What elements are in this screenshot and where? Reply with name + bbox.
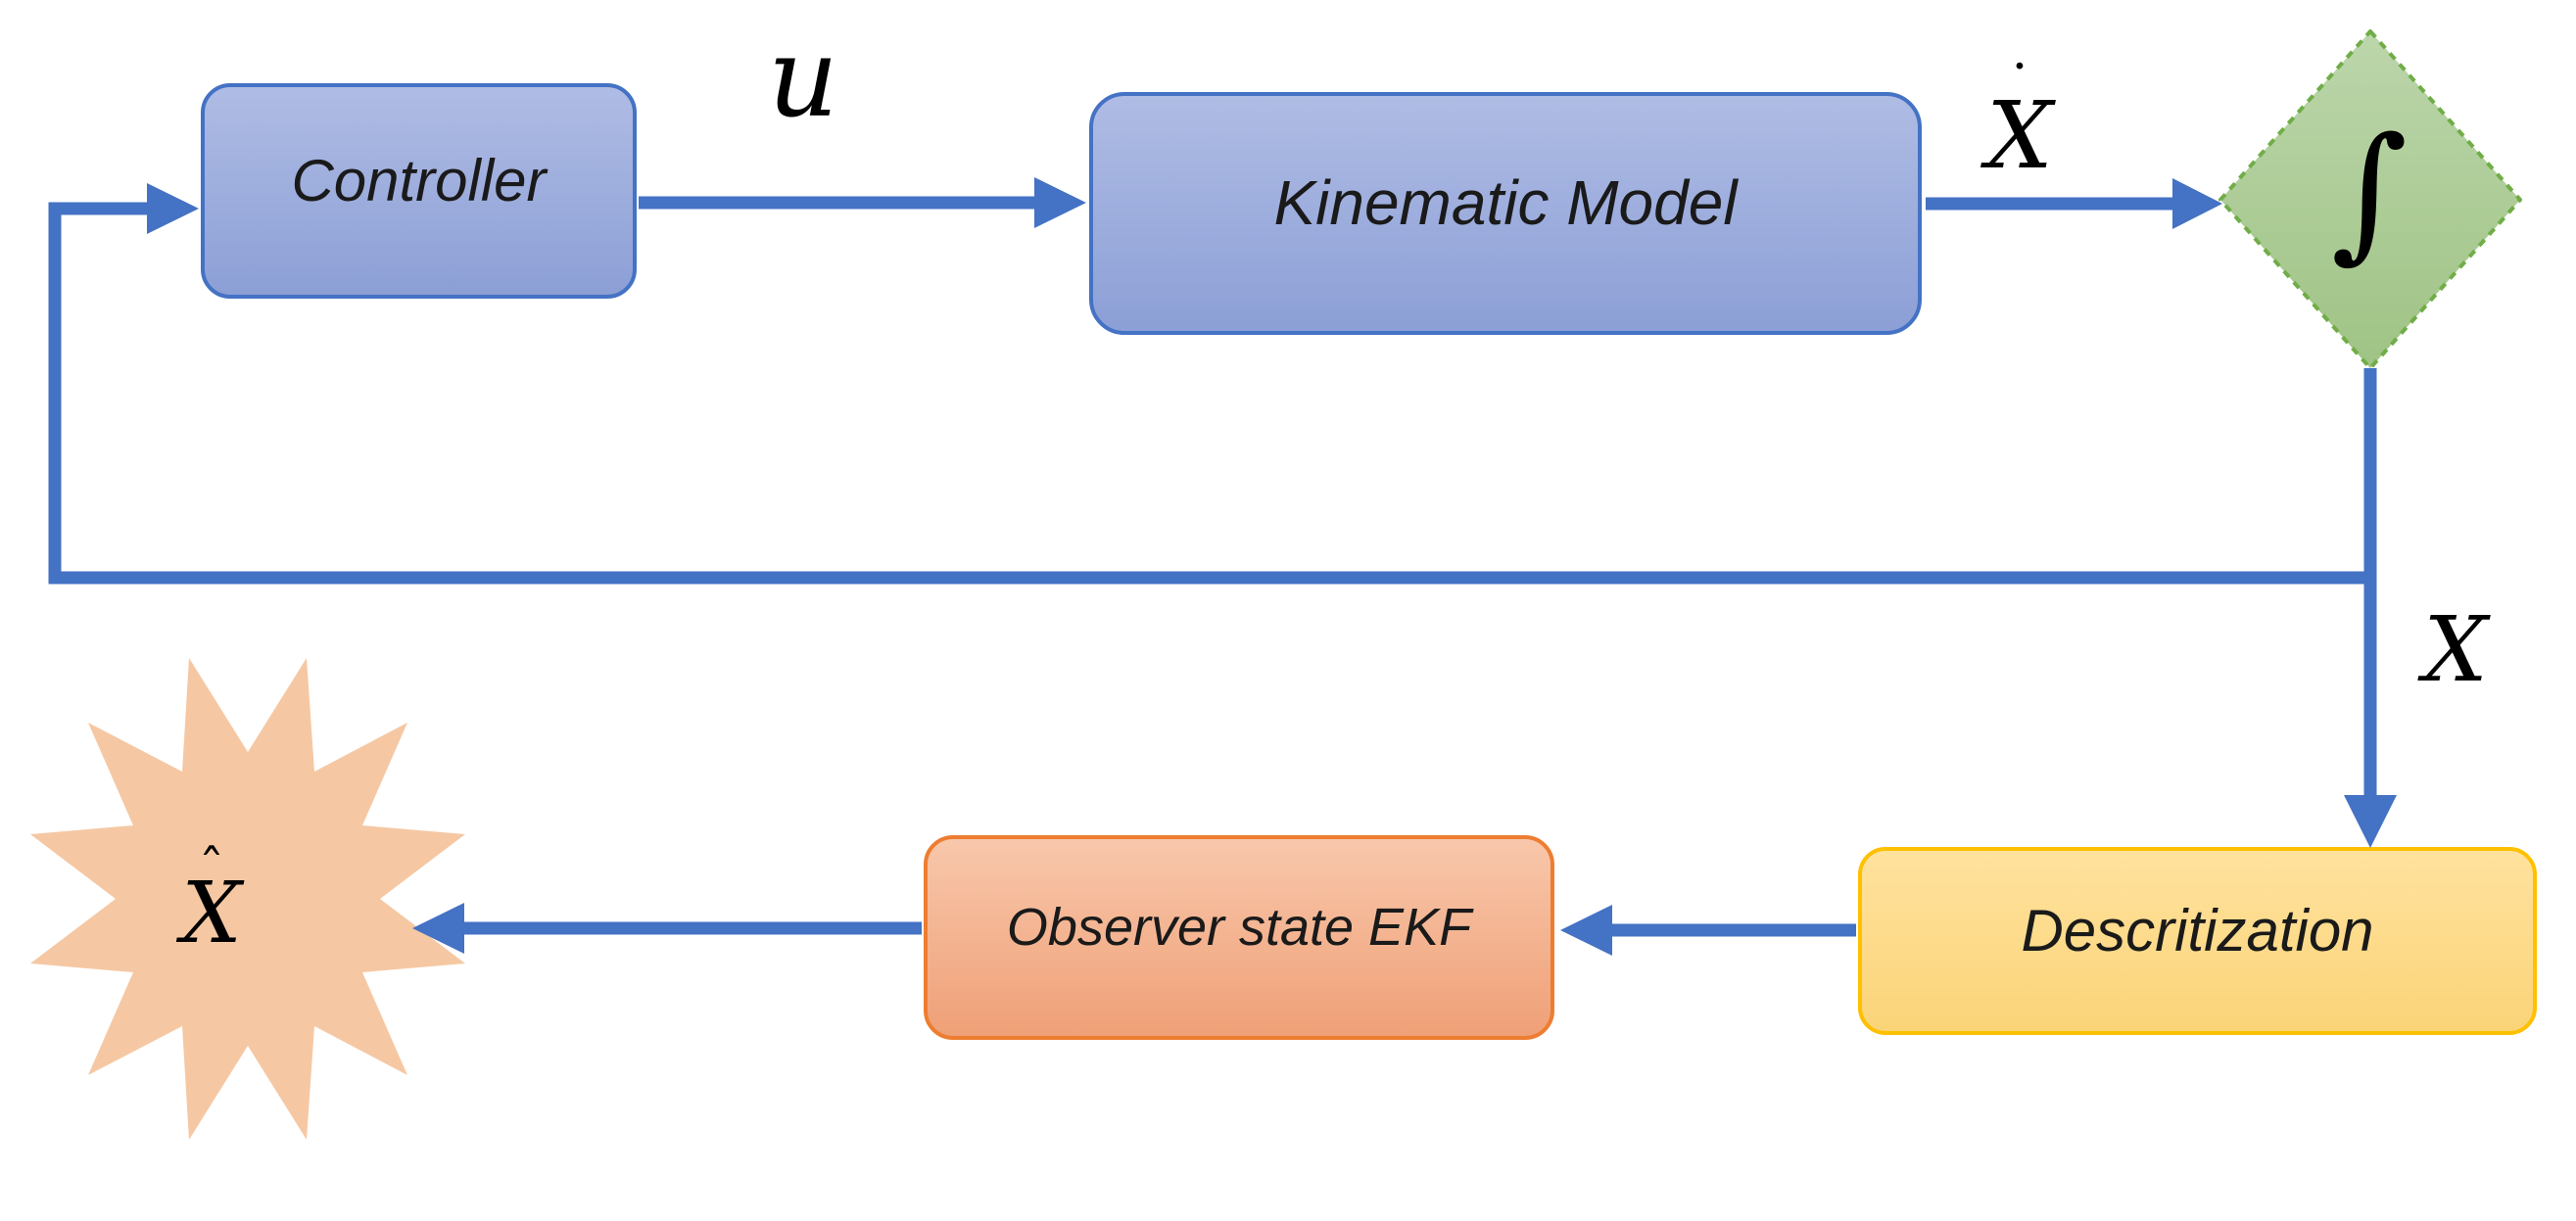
observer-state-ekf-label: Observer state EKF <box>1006 897 1472 957</box>
arrow-u-head <box>1034 177 1086 228</box>
feedback-connector <box>48 202 2377 585</box>
integrator-diamond <box>2218 29 2522 370</box>
control-input-label: u <box>768 23 838 133</box>
controller-box: Controller <box>201 83 637 299</box>
xdot-symbol: X <box>1986 82 2053 191</box>
descritization-label: Descritization <box>2021 897 2374 963</box>
state-estimate-label: ˆ X <box>181 843 242 963</box>
arrow-observer-estimate-head <box>412 903 464 954</box>
xhat-symbol: X <box>181 864 242 963</box>
kinematic-model-label: Kinematic Model <box>1273 167 1738 238</box>
arrow-descritization-observer-head <box>1560 905 1612 956</box>
arrow-xdot-head <box>2172 178 2222 229</box>
feedback-arrowhead <box>147 183 199 234</box>
controller-label: Controller <box>291 147 547 213</box>
descritization-box: Descritization <box>1858 847 2537 1035</box>
arrow-x-down-head <box>2344 795 2397 848</box>
integral-symbol: ∫ <box>2330 107 2409 277</box>
state-label: X <box>2423 605 2488 695</box>
estimate-starburst-shape <box>30 658 465 1140</box>
u-symbol: u <box>767 15 839 142</box>
state-derivative-label: ˙ X <box>1986 58 2053 191</box>
kinematic-model-box: Kinematic Model <box>1089 92 1922 335</box>
x-symbol: X <box>2423 597 2488 702</box>
observer-state-ekf-box: Observer state EKF <box>924 835 1554 1040</box>
